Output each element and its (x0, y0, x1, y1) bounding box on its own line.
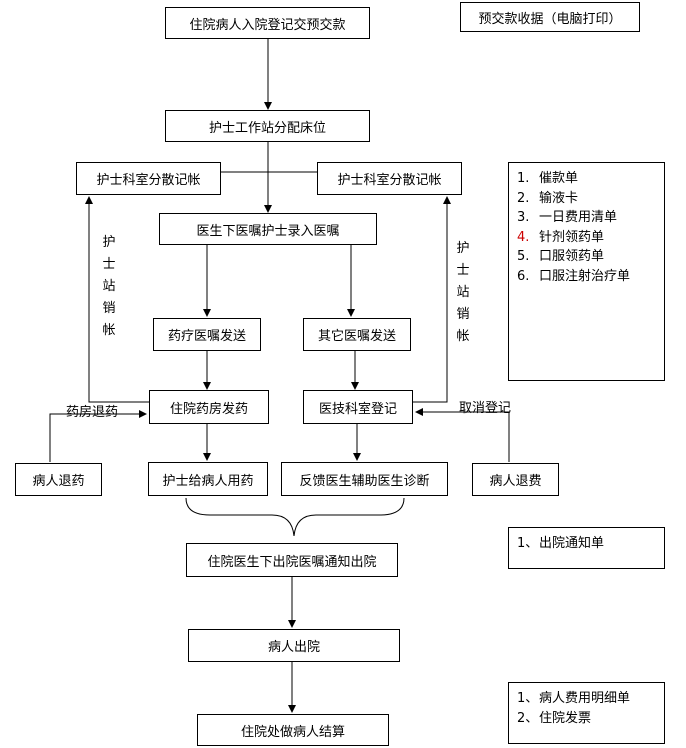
orders-box: 医生下医嘱护士录入医嘱 (159, 213, 377, 245)
list-item: 1、出院通知单 (517, 534, 656, 553)
list-item: 2、住院发票 (517, 709, 656, 729)
settlement-label: 住院处做病人结算 (240, 724, 345, 740)
ward-right-label: 护士科室分散记帐 (337, 173, 442, 188)
list-item: 3. 一日费用清单 (517, 208, 656, 228)
med-tech-box: 医技科室登记 (303, 390, 413, 424)
list-item-number: 1、 (517, 691, 539, 706)
admission-box: 住院病人入院登记交预交款 (165, 7, 370, 39)
feedback-label: 反馈医生辅助医生诊断 (299, 473, 430, 489)
list-item-text: 一日费用清单 (539, 210, 618, 225)
arrow-pharmacy-to-ward-left (85, 196, 149, 403)
ward-left-label: 护士科室分散记帐 (96, 173, 201, 188)
list-item-text: 住院发票 (539, 710, 592, 726)
list-item: 1、病人费用明细单 (517, 689, 656, 709)
med-tech-label: 医技科室登记 (318, 401, 397, 417)
patient-return-drug-label: 病人退药 (32, 474, 85, 489)
list-item-number: 5. (517, 249, 530, 264)
receipt-note-text: 预交款收据（电脑打印） (478, 11, 622, 27)
list-item-number: 4. (517, 229, 530, 245)
list-item: 2. 输液卡 (517, 189, 656, 209)
drug-orders-label: 药疗医嘱发送 (167, 329, 246, 344)
list-item: 5. 口服领药单 (517, 247, 656, 267)
discharge-order-label: 住院医生下出院医嘱通知出院 (207, 554, 377, 570)
list-item-number: 3. (517, 210, 530, 225)
list-item-number: 1、 (517, 536, 539, 551)
list-item-number: 2. (517, 190, 530, 206)
brace-merge (185, 497, 405, 537)
discharge-notice-note: 1、出院通知单 (508, 527, 665, 569)
documents-note: 1. 催款单 2. 输液卡 3. 一日费用清单 4. 针剂领药单 5. 口服领药单 6. 口… (508, 162, 665, 381)
pharmacy-return-label: 药房退药 (66, 405, 119, 420)
patient-refund-label: 病人退费 (489, 474, 542, 489)
pharmacy-box: 住院药房发药 (149, 390, 269, 424)
patient-return-drug-box: 病人退药 (15, 463, 102, 496)
settlement-docs-note: 1、病人费用明细单 2、住院发票 (508, 682, 665, 744)
nurse-station-right-label: 护士站销帐 (456, 241, 470, 344)
bed-assign-box: 护士工作站分配床位 (165, 110, 370, 142)
list-item-text: 输液卡 (539, 190, 579, 206)
arrow-refund-to-medtech (415, 408, 510, 462)
nurse-give-drug-box: 护士给病人用药 (148, 462, 268, 496)
patient-refund-box: 病人退费 (472, 463, 559, 496)
admission-label: 住院病人入院登记交预交款 (189, 17, 346, 33)
other-orders-label: 其它医嘱发送 (317, 329, 396, 344)
arrow-return-to-pharmacy (49, 410, 147, 462)
list-item-text: 针剂领药单 (539, 229, 605, 245)
discharge-order-box: 住院医生下出院医嘱通知出院 (186, 543, 398, 577)
documents-list: 1. 催款单 2. 输液卡 3. 一日费用清单 4. 针剂领药单 5. 口服领药单 6. 口… (517, 169, 656, 286)
drug-orders-box: 药疗医嘱发送 (153, 318, 261, 351)
arrow-medtech-to-ward-right (413, 196, 451, 403)
list-item-text: 口服领药单 (539, 249, 605, 264)
list-item: 4. 针剂领药单 (517, 228, 656, 248)
receipt-note: 预交款收据（电脑打印） (460, 2, 640, 32)
feedback-box: 反馈医生辅助医生诊断 (281, 462, 448, 496)
discharge-box: 病人出院 (188, 629, 400, 662)
other-orders-box: 其它医嘱发送 (303, 318, 411, 351)
list-item-number: 1. (517, 171, 530, 186)
discharge-label: 病人出院 (267, 640, 320, 655)
list-item-text: 催款单 (539, 171, 579, 186)
list-item-number: 6. (517, 268, 530, 284)
nurse-station-left-label: 护士站销帐 (102, 235, 116, 338)
ward-right-box: 护士科室分散记帐 (317, 162, 462, 195)
pharmacy-label: 住院药房发药 (169, 401, 248, 417)
list-item-text: 出院通知单 (539, 536, 605, 551)
ward-left-box: 护士科室分散记帐 (76, 162, 221, 195)
orders-label: 医生下医嘱护士录入医嘱 (196, 223, 340, 239)
list-item-number: 2、 (517, 710, 539, 726)
list-item: 1. 催款单 (517, 169, 656, 189)
cancel-register-label: 取消登记 (459, 401, 512, 416)
bed-assign-label: 护士工作站分配床位 (208, 120, 326, 136)
nurse-give-drug-label: 护士给病人用药 (162, 473, 254, 489)
list-item: 6. 口服注射治疗单 (517, 267, 656, 287)
settlement-box: 住院处做病人结算 (197, 714, 389, 746)
list-item-text: 病人费用明细单 (539, 691, 631, 706)
list-item-text: 口服注射治疗单 (539, 268, 631, 284)
